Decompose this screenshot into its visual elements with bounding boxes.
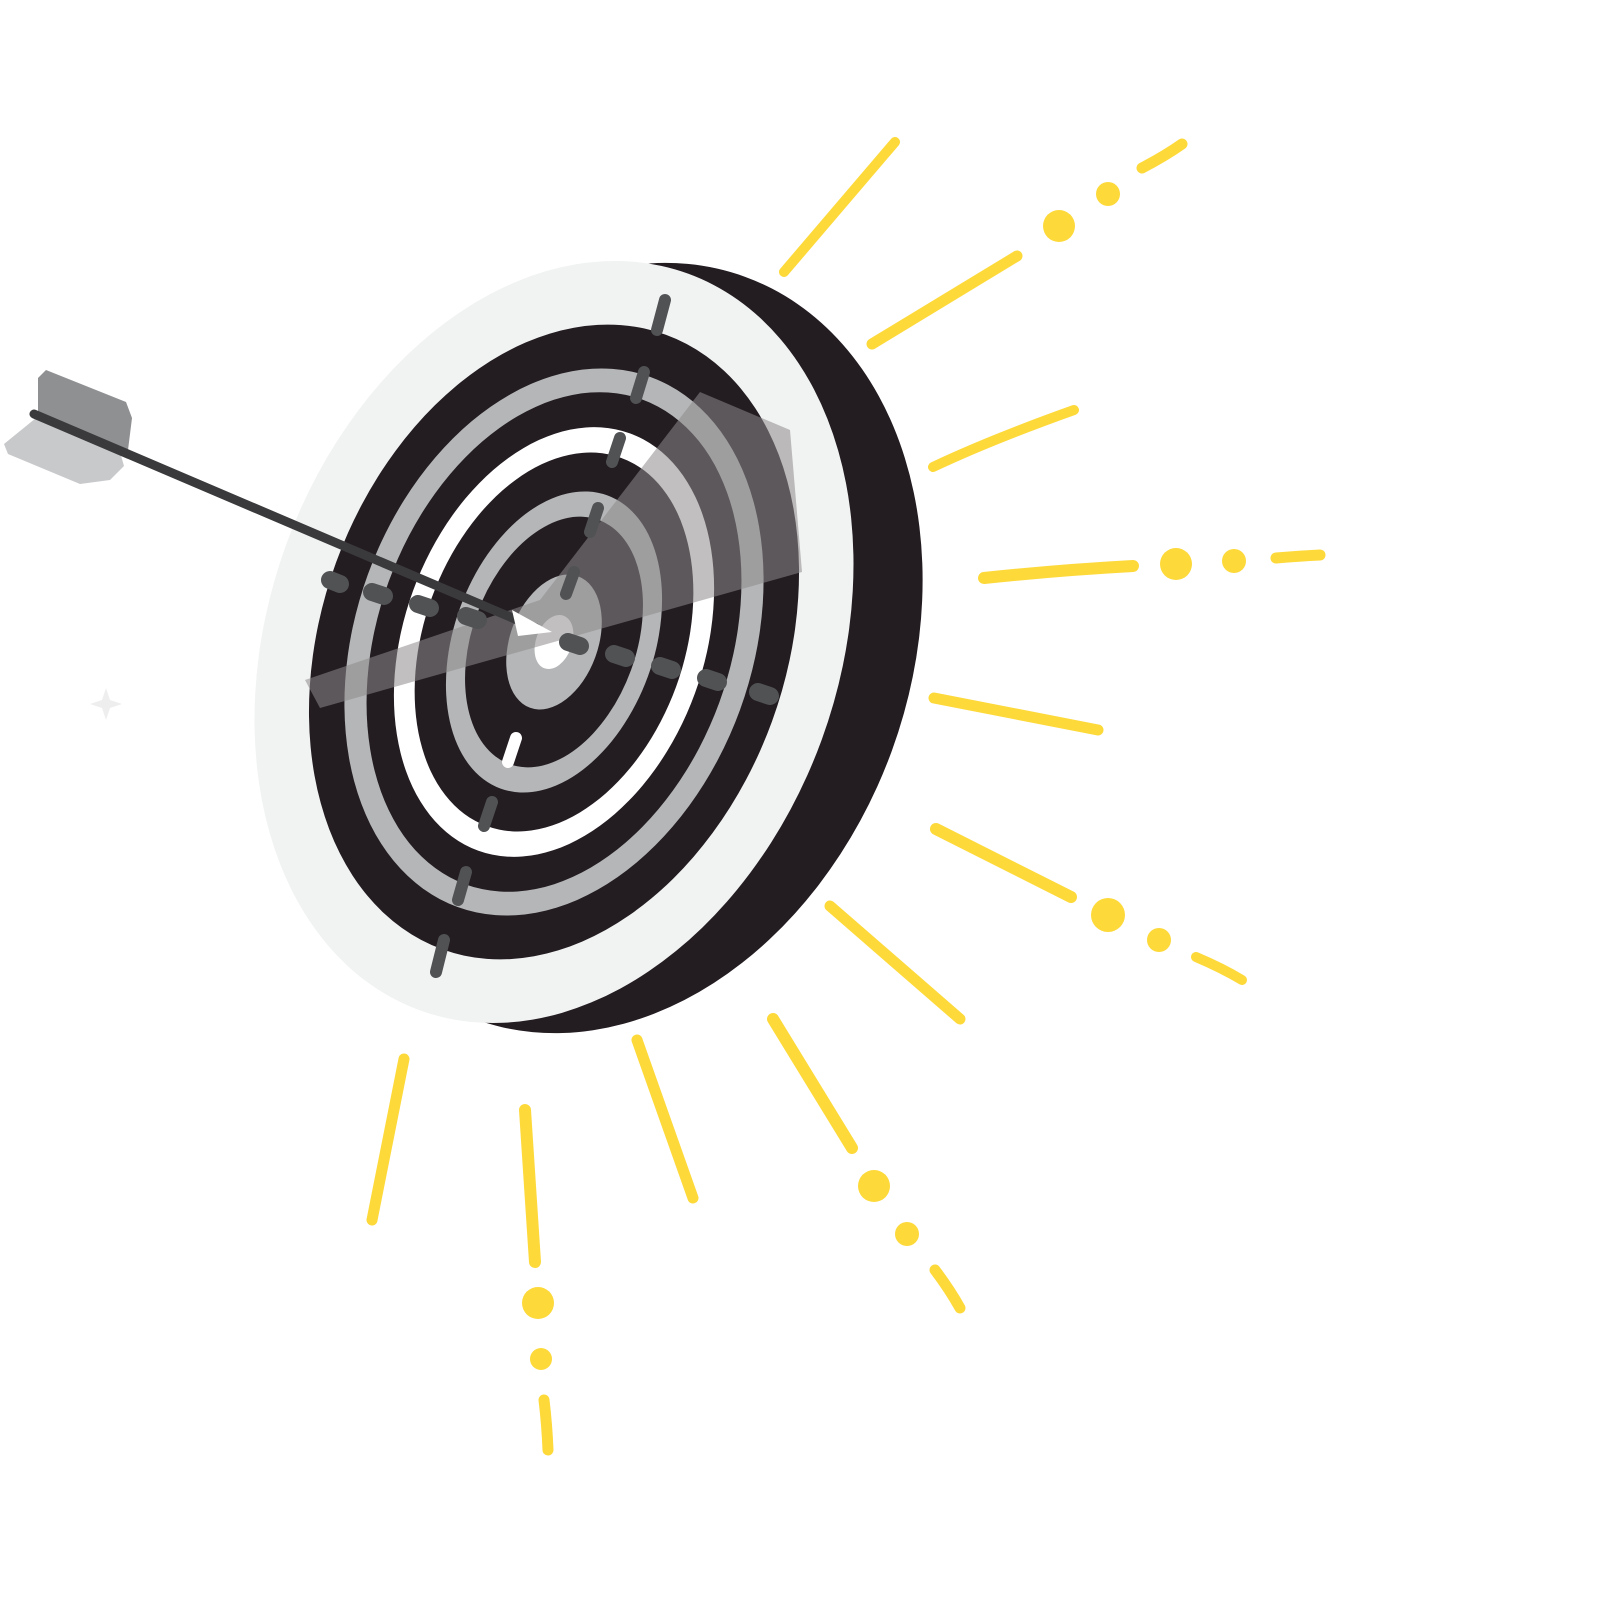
ray — [978, 560, 1139, 584]
ray — [930, 823, 1077, 903]
ray-dot — [858, 1170, 890, 1202]
ray-dot — [1222, 549, 1246, 573]
target-board-icon — [254, 260, 923, 1034]
sparkle-rays-icon — [366, 137, 1326, 1456]
ray-dot — [1091, 898, 1125, 932]
ray — [928, 405, 1079, 472]
ray — [928, 692, 1104, 736]
ray-dot — [1147, 928, 1171, 952]
arrow-icon — [4, 370, 552, 636]
arrow-fletching-bottom — [4, 418, 124, 484]
ray — [366, 1053, 410, 1226]
ray-dot — [522, 1287, 554, 1319]
sparkle-icon — [90, 688, 122, 720]
ray-dot — [530, 1348, 552, 1370]
ray — [538, 1394, 554, 1456]
highlight-band — [305, 392, 802, 708]
arrow-fletching-top — [38, 370, 132, 450]
ray — [631, 1034, 699, 1204]
ray — [1136, 138, 1188, 174]
arrow-shaft — [29, 409, 541, 633]
ray-dot — [895, 1222, 919, 1246]
ray — [929, 1264, 966, 1314]
board-face — [254, 260, 854, 1024]
ray-dot — [1096, 182, 1120, 206]
ray-dot — [1160, 548, 1192, 580]
ray — [866, 250, 1023, 350]
ray — [519, 1104, 541, 1268]
ray-dot — [1043, 210, 1075, 242]
ray — [1270, 549, 1326, 564]
tick-marks — [321, 294, 779, 978]
ray — [767, 1013, 858, 1154]
ray — [824, 900, 966, 1025]
ray — [779, 137, 900, 277]
arrow-tip — [512, 610, 552, 636]
ray — [1191, 952, 1247, 985]
